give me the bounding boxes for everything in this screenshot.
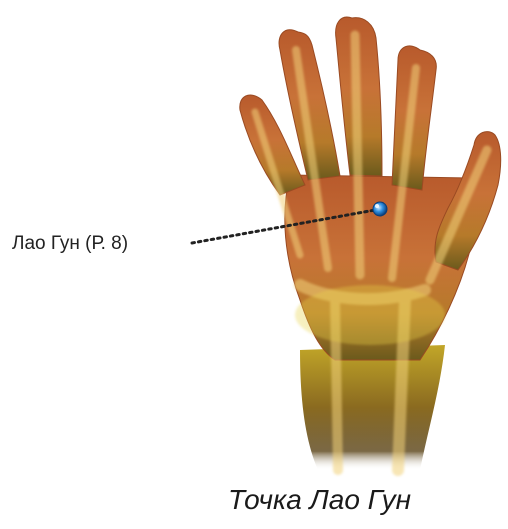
acupoint-marker [373, 202, 387, 216]
forearm [300, 345, 445, 470]
figure-caption: Точка Лао Гун [228, 484, 411, 516]
wrist-glow [295, 285, 445, 345]
point-label: Лао Гун (Р. 8) [12, 233, 128, 255]
